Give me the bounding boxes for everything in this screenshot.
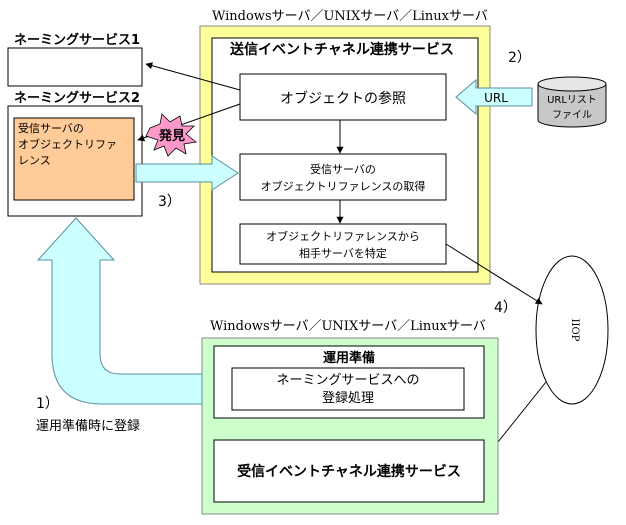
bottom-server-caption: Windowsサーバ／UNIXサーバ／Linuxサーバ bbox=[210, 319, 486, 334]
stored-ref-line1: 受信サーバの bbox=[18, 122, 84, 135]
identify-line1: オブジェクトリファレンスから bbox=[266, 229, 420, 243]
step-4-label: 4） bbox=[494, 300, 517, 316]
receiver-service-box bbox=[213, 439, 485, 503]
registration-line1: ネーミングサービスへの bbox=[276, 373, 419, 388]
registration-arrow bbox=[36, 217, 203, 405]
discovered-label: 発見 bbox=[158, 128, 185, 144]
get-reference-line2: オブジェクトリファレンスの取得 bbox=[261, 179, 426, 193]
naming-service-1-title: ネーミングサービス1 bbox=[14, 32, 140, 48]
stored-ref-line2: オブジェクトリファ bbox=[18, 137, 117, 151]
identify-server-box bbox=[239, 223, 447, 265]
arrow-to-naming-service-1 bbox=[145, 62, 241, 91]
stored-ref-line3: レンス bbox=[18, 154, 51, 167]
iiop-ellipse bbox=[535, 255, 609, 405]
arrow-to-iiop bbox=[445, 243, 543, 305]
registration-line2: 登録処理 bbox=[322, 391, 374, 406]
url-list-file-line1: URLリスト bbox=[547, 95, 597, 106]
get-reference-box bbox=[239, 153, 447, 201]
get-reference-line1: 受信サーバの bbox=[310, 163, 376, 176]
url-list-file-line2: ファイル bbox=[552, 110, 592, 121]
registration-box bbox=[231, 367, 465, 411]
preparation-title: 運用準備 bbox=[323, 350, 375, 366]
identify-line2: 相手サーバを特定 bbox=[299, 246, 387, 260]
sender-service-title: 送信イベントチャネル連携サービス bbox=[229, 41, 454, 58]
step-1-text: 運用準備時に登録 bbox=[36, 418, 140, 434]
step-3-label: 3） bbox=[158, 194, 181, 210]
object-reference-label: オブジェクトの参照 bbox=[280, 90, 406, 107]
url-arrow bbox=[455, 78, 533, 116]
step-1-label: 1） bbox=[36, 396, 59, 412]
iiop-label: IIOP bbox=[569, 319, 580, 342]
top-server-caption: Windowsサーバ／UNIXサーバ／Linuxサーバ bbox=[212, 9, 488, 24]
naming-service-2-title: ネーミングサービス2 bbox=[14, 90, 140, 106]
object-reference-box bbox=[239, 73, 447, 121]
receiver-service-label: 受信イベントチャネル連携サービス bbox=[237, 463, 461, 480]
step-2-label: 2） bbox=[508, 50, 531, 66]
url-list-file-icon bbox=[537, 76, 607, 128]
discovered-starburst-icon bbox=[145, 113, 197, 157]
url-label: URL bbox=[484, 91, 508, 105]
object-reference-stored-box bbox=[13, 117, 135, 201]
naming-service-1-box bbox=[7, 47, 143, 87]
reference-transfer-arrow bbox=[135, 155, 239, 191]
